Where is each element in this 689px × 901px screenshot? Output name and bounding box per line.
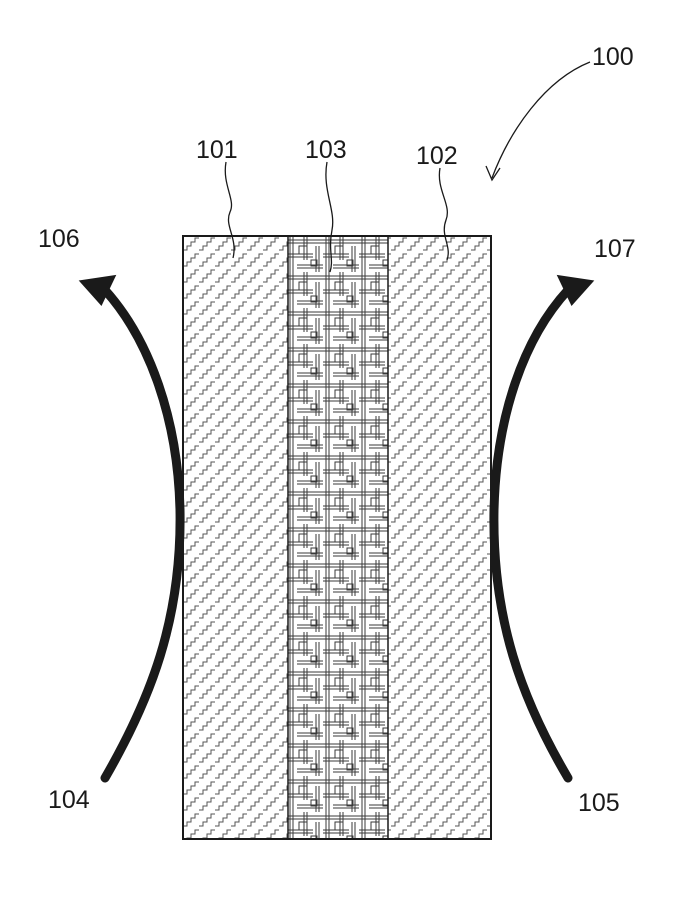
flow-arrow-right bbox=[494, 261, 594, 778]
layer-102-region bbox=[388, 236, 491, 839]
leader-100 bbox=[492, 62, 590, 178]
layer-101-region bbox=[183, 236, 288, 839]
flow-arrow-left bbox=[79, 261, 180, 778]
flow-arrow-left-shaft bbox=[105, 290, 180, 778]
flow-arrow-right-shaft bbox=[494, 290, 568, 778]
layered-panel bbox=[183, 236, 491, 839]
label-layer-102: 102 bbox=[416, 142, 458, 170]
label-flow-in-104: 104 bbox=[48, 786, 90, 814]
leader-100-arrow bbox=[486, 166, 500, 180]
layer-103-region bbox=[288, 236, 388, 839]
label-flow-out-106: 106 bbox=[38, 225, 80, 253]
label-layer-103: 103 bbox=[305, 136, 347, 164]
label-layer-101: 101 bbox=[196, 136, 238, 164]
label-flow-in-105: 105 bbox=[578, 789, 620, 817]
label-flow-out-107: 107 bbox=[594, 235, 636, 263]
label-assembly-100: 100 bbox=[592, 43, 634, 71]
